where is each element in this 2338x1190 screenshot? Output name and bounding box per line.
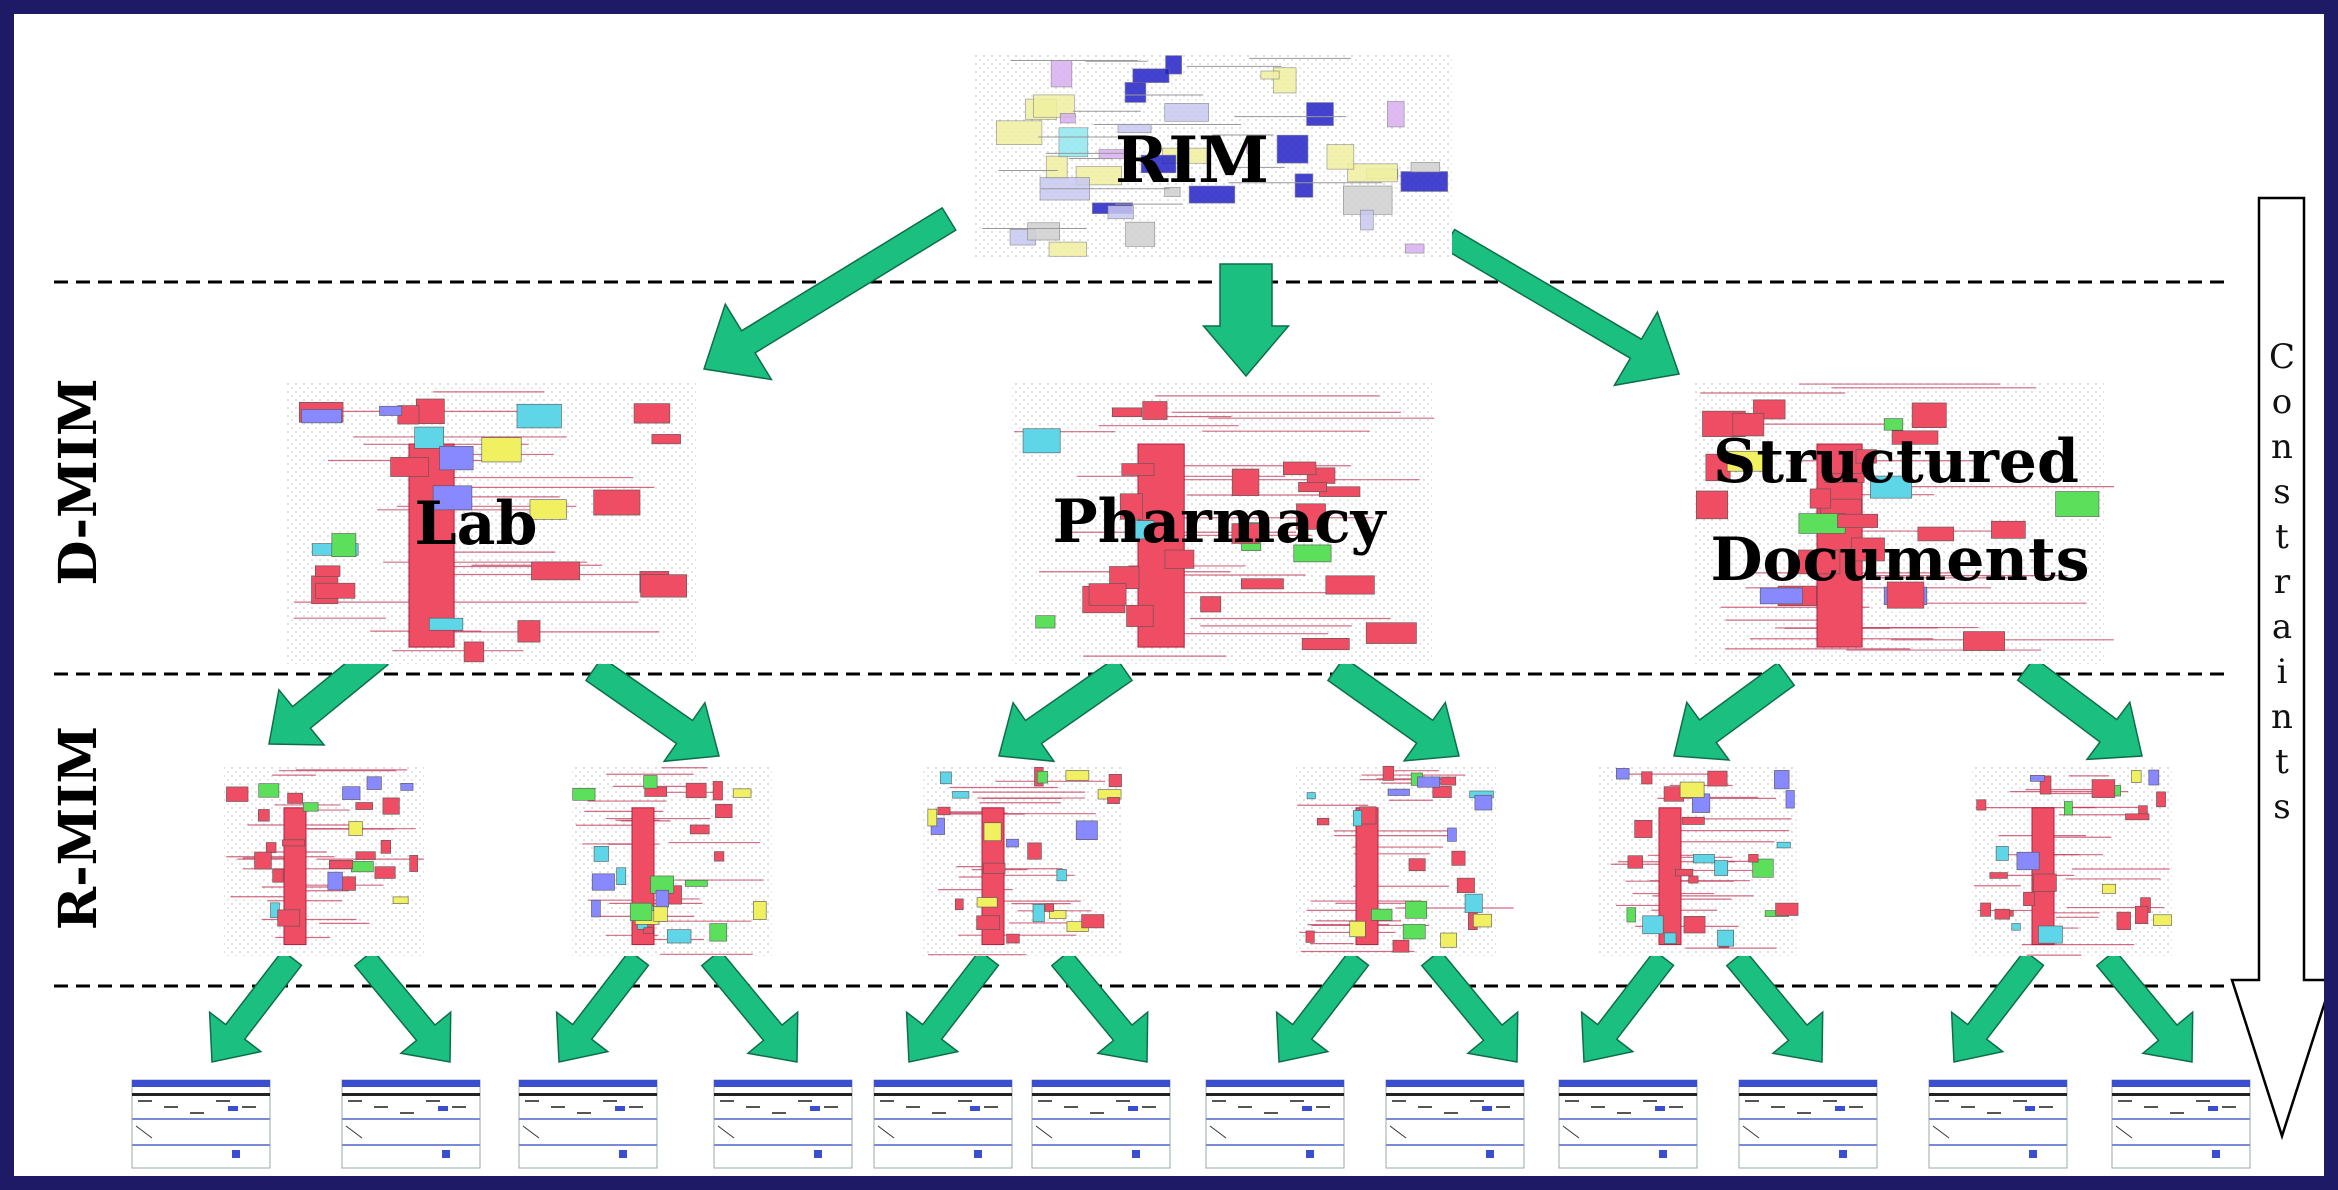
constraints-letter: n xyxy=(2271,697,2293,737)
rmim-thumbnail-4 xyxy=(1296,765,1514,956)
arrow-rmim-to-message-7 xyxy=(1275,949,1370,1063)
rmim-thumbnail-6 xyxy=(1972,766,2172,956)
diagram-canvas: D-MIM R-MIM RIM Lab Pharmacy Structured … xyxy=(48,54,2324,1169)
dmim-label-pharmacy: Pharmacy xyxy=(1053,487,1388,557)
rmim-thumbnail-1 xyxy=(224,766,425,956)
arrow-rmim-to-message-8 xyxy=(1420,949,1519,1063)
arrow-rmim-to-message-2 xyxy=(353,949,452,1063)
dmim-thumbnail-documents xyxy=(1694,382,2115,664)
arrow-rmim-to-message-4 xyxy=(700,949,799,1063)
arrow-rim-to-documents xyxy=(1442,228,1680,387)
arrow-dmim-to-rmim-6 xyxy=(2016,656,2143,761)
arrow-rim-to-lab xyxy=(703,206,957,381)
arrow-rmim-to-message-3 xyxy=(555,949,650,1063)
flow-arrows xyxy=(208,206,2194,1063)
arrow-rim-to-pharmacy xyxy=(1201,263,1291,378)
model-thumbnails xyxy=(224,54,2172,956)
message-thumbnail-3 xyxy=(518,1079,658,1169)
rim-thumbnail xyxy=(974,54,1452,259)
rim-label: RIM xyxy=(1115,123,1269,198)
message-thumbnail-10 xyxy=(1738,1079,1878,1169)
message-thumbnail-4 xyxy=(713,1079,853,1169)
message-thumbnail-12 xyxy=(2111,1079,2251,1169)
arrow-dmim-to-rmim-1 xyxy=(268,642,389,746)
arrow-rmim-to-message-12 xyxy=(2095,949,2194,1063)
arrow-rmim-to-message-1 xyxy=(208,949,303,1063)
arrow-dmim-to-rmim-4 xyxy=(1326,656,1460,762)
arrow-dmim-to-rmim-5 xyxy=(1673,661,1796,761)
message-thumbnail-2 xyxy=(341,1079,481,1169)
message-thumbnail-8 xyxy=(1385,1079,1525,1169)
arrow-rmim-to-message-10 xyxy=(1725,949,1824,1063)
rmim-thumbnail-3 xyxy=(922,766,1122,956)
constraints-letter: n xyxy=(2271,427,2293,467)
dmim-label-documents: Documents xyxy=(1711,525,2090,595)
dmim-thumbnail-lab xyxy=(286,382,696,664)
dmim-thumbnail-pharmacy xyxy=(1012,382,1435,664)
arrow-rmim-to-message-6 xyxy=(1050,949,1149,1063)
level-separators xyxy=(54,280,2224,988)
rmim-thumbnail-5 xyxy=(1599,766,1799,956)
arrow-dmim-to-rmim-3 xyxy=(998,656,1134,763)
dmim-label-structured: Structured xyxy=(1713,427,2079,497)
level-label-rmim: R-MIM xyxy=(48,726,109,930)
constraints-letter: a xyxy=(2272,607,2292,647)
constraints-letter: t xyxy=(2275,517,2289,557)
level-label-dmim: D-MIM xyxy=(48,378,109,585)
constraints-arrow-shape xyxy=(2230,196,2324,1141)
diagram-frame: D-MIM R-MIM RIM Lab Pharmacy Structured … xyxy=(14,14,2324,1176)
rmim-thumbnail-2 xyxy=(572,766,772,956)
arrow-dmim-to-rmim-2 xyxy=(584,656,720,763)
message-thumbnails xyxy=(131,1079,2251,1169)
message-thumbnail-1 xyxy=(131,1079,271,1169)
constraints-letter: C xyxy=(2269,337,2295,377)
message-thumbnail-7 xyxy=(1205,1079,1345,1169)
message-thumbnail-11 xyxy=(1928,1079,2068,1169)
constraints-letter: i xyxy=(2277,652,2288,692)
constraints-letter: r xyxy=(2274,562,2291,602)
constraints-letter: s xyxy=(2273,472,2290,512)
arrow-rmim-to-message-11 xyxy=(1950,949,2045,1063)
arrow-rmim-to-message-9 xyxy=(1580,949,1675,1063)
constraints-letter: o xyxy=(2272,382,2292,422)
message-thumbnail-6 xyxy=(1031,1079,1171,1169)
arrow-rmim-to-message-5 xyxy=(905,949,1000,1063)
dmim-label-lab: Lab xyxy=(414,489,537,559)
message-thumbnail-9 xyxy=(1558,1079,1698,1169)
constraints-letter: s xyxy=(2273,787,2290,827)
constraints-letter: t xyxy=(2275,742,2289,782)
message-thumbnail-5 xyxy=(873,1079,1013,1169)
